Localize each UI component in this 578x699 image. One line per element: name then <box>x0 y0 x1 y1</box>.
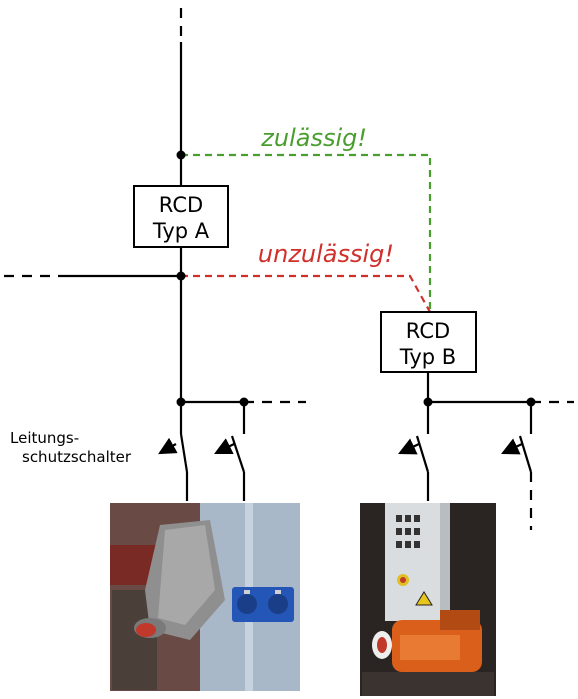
not-allowed-label: unzulässig! <box>258 240 394 268</box>
circuit-breaker-symbol <box>398 402 430 501</box>
allowed-label: zulässig! <box>260 124 367 152</box>
circuit-breaker-symbol <box>501 402 533 530</box>
circuit-breaker-symbol <box>158 402 189 501</box>
junction-dot <box>176 150 186 160</box>
rcd-type-a: RCD Typ A <box>133 185 229 248</box>
circuit-breaker-symbol <box>214 402 246 501</box>
breaker-label-line2: schutzschalter <box>22 448 132 466</box>
photo-socket-outlet <box>110 503 300 691</box>
rcd-type-b: RCD Typ B <box>380 311 477 373</box>
not-allowed-connection-line <box>181 274 431 313</box>
rcd-a-label-line1: RCD <box>159 193 203 217</box>
junction-dot <box>176 271 186 281</box>
rcd-b-label-line1: RCD <box>406 319 450 343</box>
rcd-b-label-line2: Typ B <box>399 345 456 369</box>
rcd-a-label-line2: Typ A <box>152 219 210 243</box>
photo-machine-cabinet <box>360 503 496 696</box>
breaker-label-line1: Leitungs- <box>10 429 79 447</box>
allowed-connection-line <box>181 153 432 312</box>
